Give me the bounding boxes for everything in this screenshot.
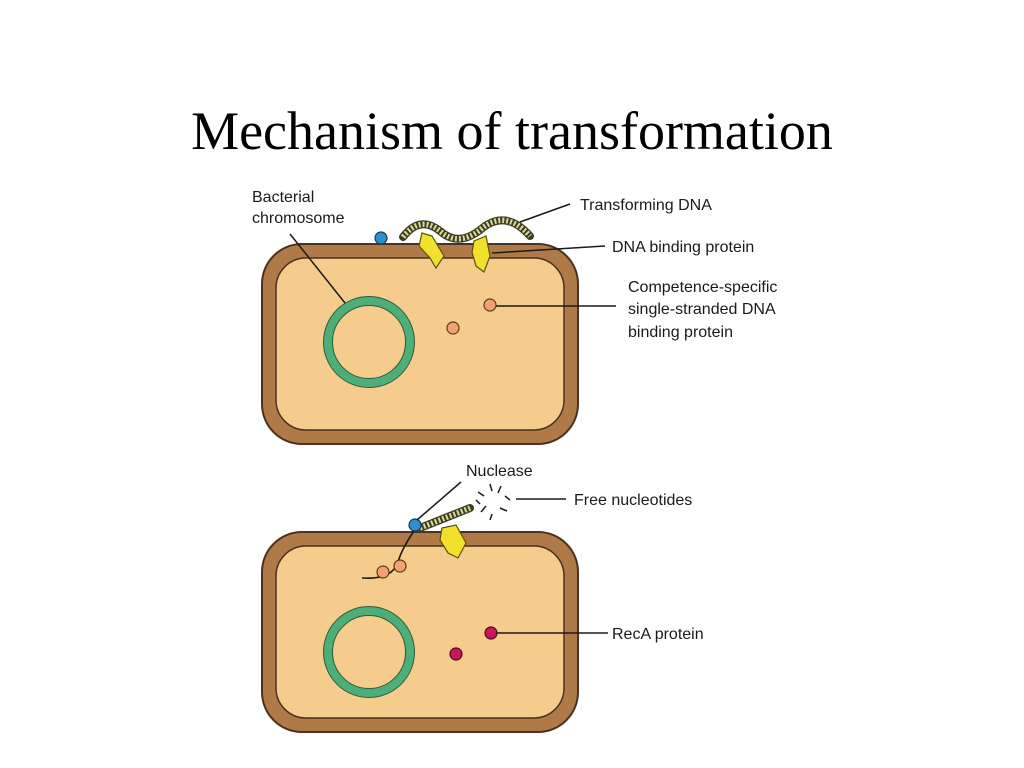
competence-protein — [393, 559, 407, 573]
dna-binding-protein-label: DNA binding protein — [612, 239, 754, 256]
dna-binding-protein — [471, 235, 491, 273]
transforming-dna-label: Transforming DNA — [580, 197, 712, 214]
reca-protein — [484, 626, 498, 640]
dna-binding-protein — [418, 232, 445, 270]
top-leader-lines — [289, 203, 616, 307]
bottom-chromosome — [323, 606, 415, 698]
free-nucleotides — [475, 483, 511, 521]
nuclease-protein — [374, 231, 388, 245]
competence-protein — [483, 298, 497, 312]
dna-binding-protein — [439, 524, 467, 559]
nuclease-protein — [408, 518, 422, 532]
reca-protein-label: RecA protein — [612, 626, 704, 643]
top-cell — [261, 216, 579, 445]
free-nucleotides-label: Free nucleotides — [574, 492, 692, 509]
nuclease-label: Nuclease — [466, 463, 533, 480]
bottom-cell-cytoplasm — [275, 545, 565, 719]
competence-protein-label: Competence-specific single-stranded DNA … — [628, 279, 782, 341]
page-title: Mechanism of transformation — [191, 101, 833, 161]
reca-protein — [449, 647, 463, 661]
top-chromosome — [323, 296, 415, 388]
competence-protein — [376, 565, 390, 579]
bacterial-chromosome-label: Bacterial chromosome — [252, 189, 345, 227]
bottom-cell — [261, 483, 579, 733]
top-cell-cytoplasm — [275, 257, 565, 431]
bottom-leader-lines — [416, 481, 608, 634]
competence-protein — [446, 321, 460, 335]
